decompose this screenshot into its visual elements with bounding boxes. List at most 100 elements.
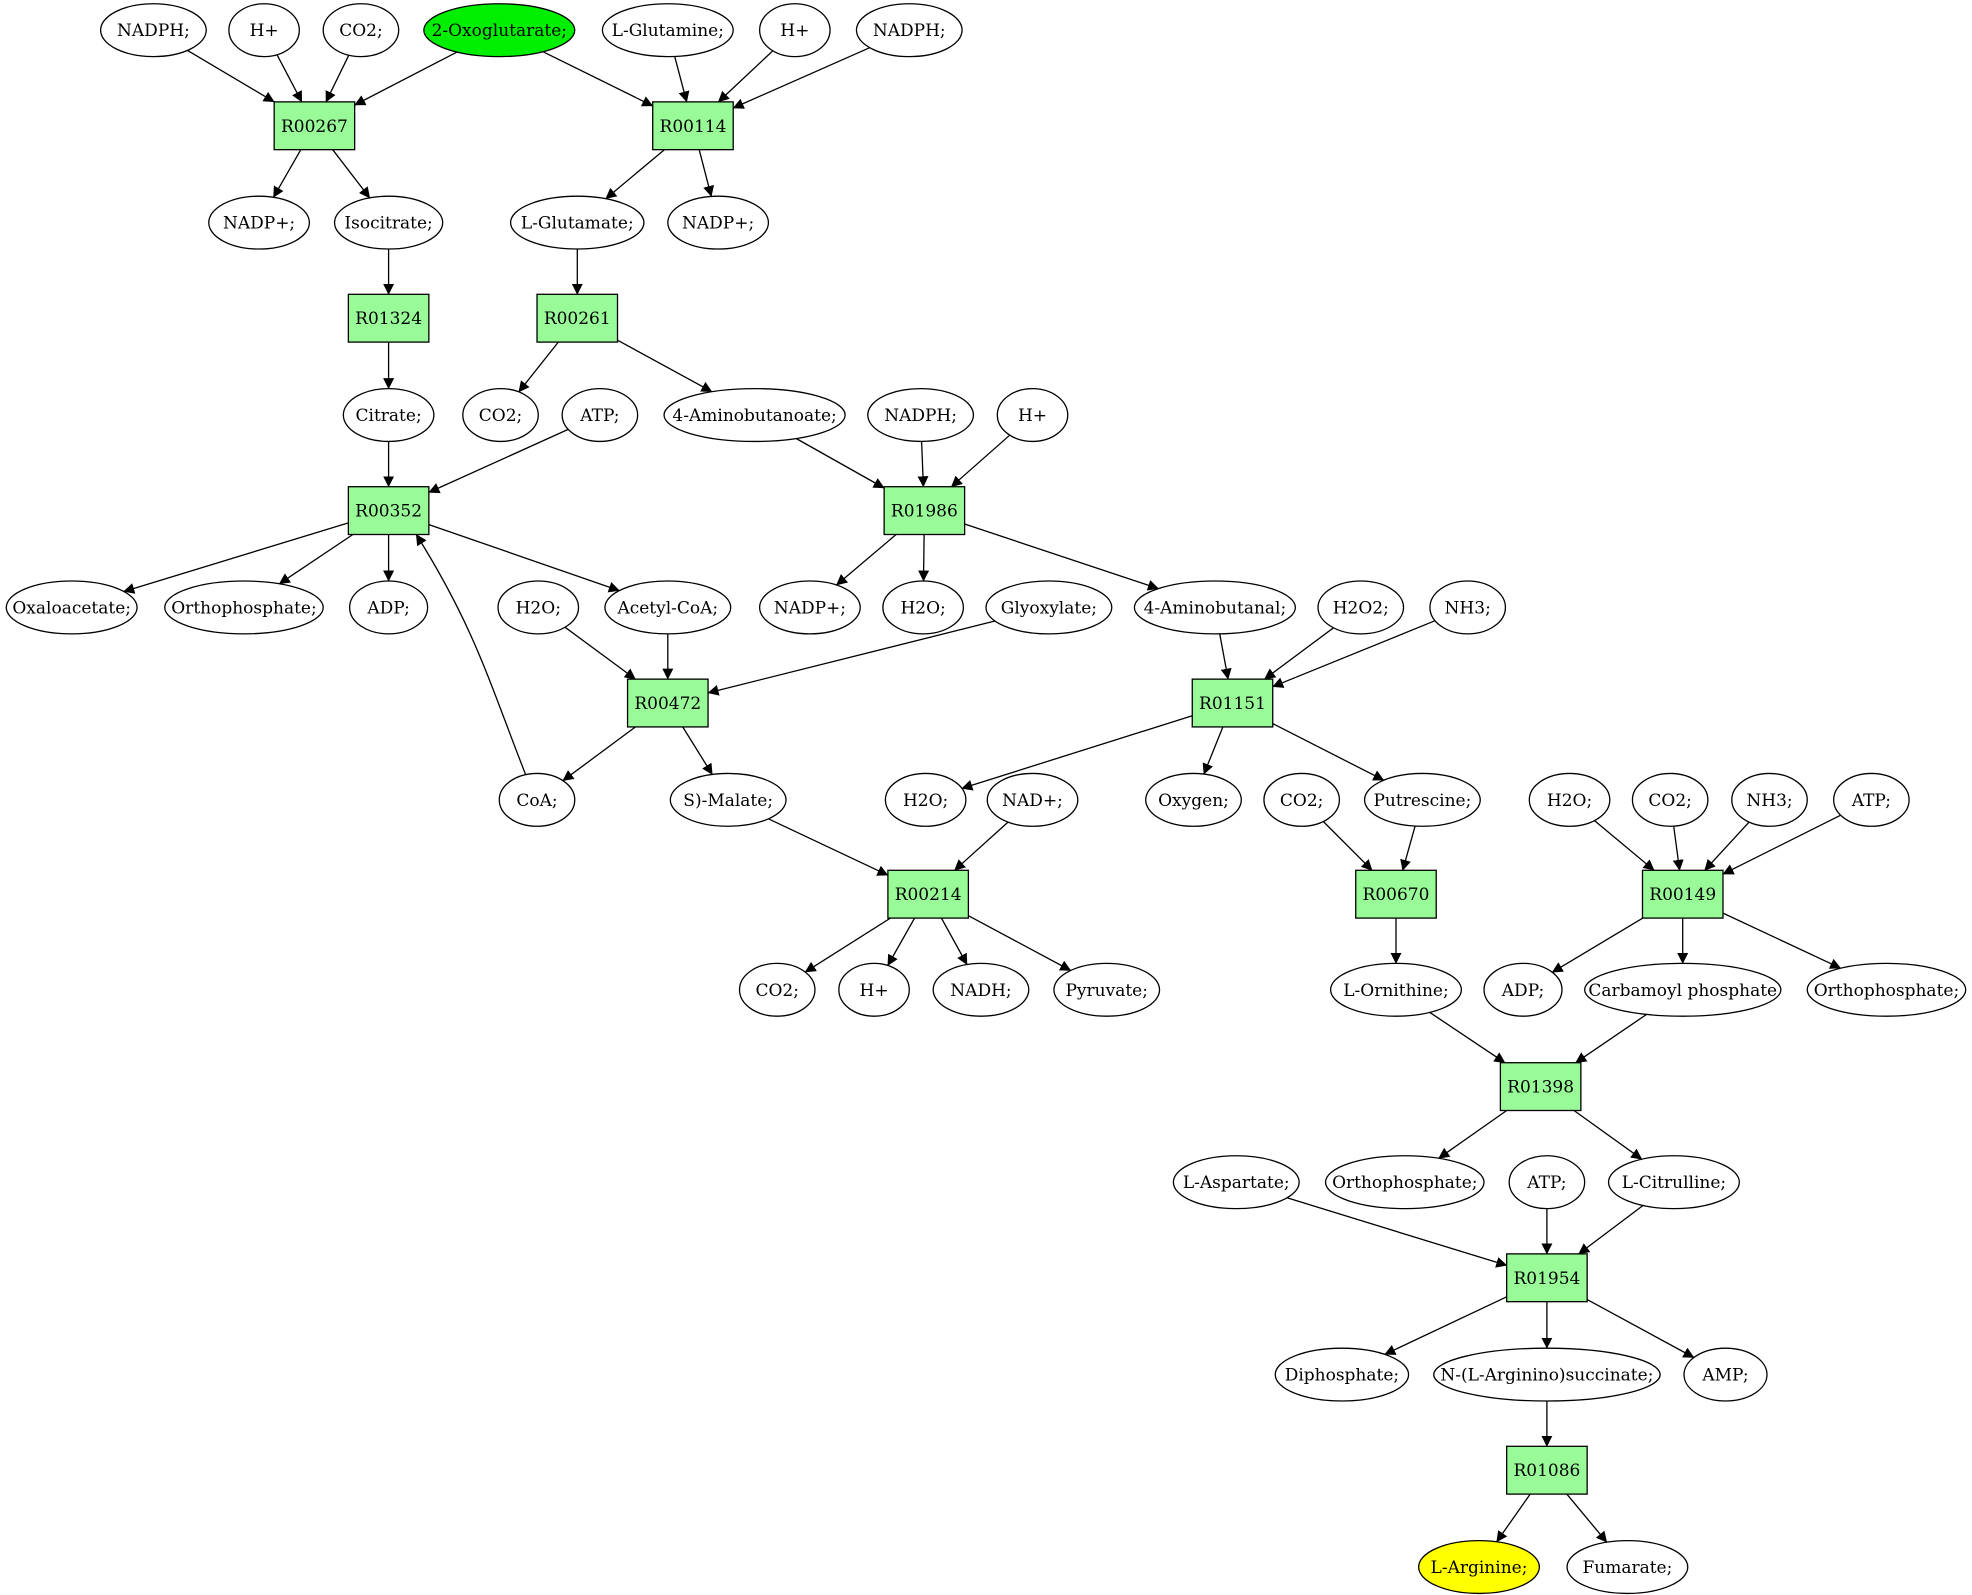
metabolite-node-orthophosphate: Orthophosphate; (1324, 1155, 1485, 1210)
edge-nad-to-r00214 (954, 821, 1009, 871)
reaction-box (883, 486, 966, 536)
metabolite-ellipse (228, 3, 300, 58)
edge-r00267-to-isocitrate- (332, 149, 371, 199)
metabolite-label: NADPH; (117, 21, 190, 41)
metabolite-label: L-Ornithine; (1343, 981, 1448, 1001)
edge-r01398-to-orthophosphate- (1438, 1109, 1508, 1159)
nodes-layer: NADPH; H+ CO2; 2-Oxoglutarate; L-Glutamine; H… (5, 3, 1967, 1595)
metabolite-label: H+ (860, 981, 889, 1001)
metabolite-label: CO2; (1648, 791, 1692, 811)
metabolite-ellipse (663, 387, 846, 443)
edge-r01954-to-diphosphate- (1384, 1296, 1507, 1355)
metabolite-label: Oxaloacetate; (12, 598, 131, 618)
metabolite-node-nadp: NADP+; (208, 195, 311, 250)
metabolite-ellipse (882, 580, 965, 635)
reaction-label: R01324 (355, 309, 422, 329)
metabolite-label: Oxygen; (1158, 791, 1229, 811)
metabolite-label: Orthophosphate; (1332, 1173, 1477, 1193)
metabolite-label: L-Aspartate; (1183, 1173, 1290, 1193)
edge-carbamoyl-phosphate-to-r01398 (1575, 1013, 1648, 1064)
metabolite-label: H2O; (516, 598, 561, 618)
metabolite-ellipse (423, 3, 576, 58)
metabolite-ellipse (986, 772, 1079, 827)
reaction-box (1191, 678, 1274, 728)
metabolite-ellipse (1133, 580, 1297, 635)
edge-r01151-to-oxygen- (1202, 726, 1224, 775)
edge-coa-to-r00352 (415, 534, 527, 775)
reaction-node-r01398: R01398 (1499, 1062, 1582, 1112)
edge-l-citrulline-to-r01954 (1578, 1204, 1644, 1255)
metabolite-ellipse (758, 3, 831, 58)
edge-l-glutamine-to-r00114 (674, 56, 690, 103)
reaction-node-r00214: R00214 (887, 869, 970, 919)
reaction-node-r00149: R00149 (1641, 869, 1724, 919)
reaction-box (536, 293, 619, 343)
metabolite-node-carbamoyl-phosphate: Carbamoyl phosphate (1583, 962, 1782, 1017)
metabolite-ellipse (1317, 580, 1405, 635)
metabolite-ellipse (99, 3, 207, 58)
reaction-box (1499, 1062, 1582, 1112)
edge-l-ornithine-to-r01398 (1429, 1011, 1506, 1064)
metabolite-node-h: H+ (838, 962, 910, 1017)
edge-r00114-to-l-glutamate- (605, 149, 665, 200)
metabolite-node-l-glutamate: L-Glutamate; (509, 195, 645, 250)
metabolite-node-citrate: Citrate; (342, 387, 435, 443)
metabolite-label: NADH; (950, 981, 1011, 1001)
metabolite-ellipse (208, 195, 311, 250)
metabolite-label: H2O; (900, 598, 945, 618)
metabolite-node-putrescine: Putrescine; (1363, 772, 1481, 827)
metabolite-label: L-Glutamate; (521, 214, 634, 234)
metabolite-node-nadph: NADPH; (855, 3, 963, 58)
metabolite-node-h: H+ (996, 387, 1069, 443)
metabolite-label: NADPH; (873, 21, 946, 41)
metabolite-ellipse (1528, 772, 1611, 827)
metabolite-ellipse (348, 580, 429, 635)
metabolite-label: Fumarate; (1582, 1558, 1672, 1578)
edge-h-to-r01986 (950, 434, 1011, 488)
edge-nadph-to-r00267 (187, 49, 275, 103)
reaction-box (1355, 869, 1437, 919)
edge-l-aspartate-to-r01954 (1286, 1197, 1508, 1268)
reaction-label: R00352 (355, 502, 422, 522)
metabolite-node-nh3: NH3; (1429, 580, 1507, 635)
metabolite-node-co2: CO2; (738, 962, 816, 1017)
edge-4-aminobutanoate-to-r01986 (795, 437, 885, 489)
metabolite-label: Putrescine; (1373, 791, 1471, 811)
reaction-node-r00352: R00352 (347, 486, 430, 536)
reaction-node-r00472: R00472 (626, 678, 709, 728)
metabolite-node-coa: CoA; (498, 772, 576, 827)
metabolite-ellipse (1329, 962, 1463, 1017)
metabolite-ellipse (1053, 962, 1161, 1017)
edge-h2o2-to-r01151 (1264, 627, 1334, 680)
metabolite-label: 2-Oxoglutarate; (432, 21, 567, 41)
edge-nadph-to-r01986 (917, 441, 929, 488)
reaction-node-r00261: R00261 (536, 293, 619, 343)
edge-r00214-to-co2- (804, 917, 891, 973)
reaction-label: R00472 (634, 694, 701, 714)
metabolite-node-nadp: NADP+; (758, 580, 861, 635)
metabolite-node-nh3: NH3; (1731, 772, 1808, 827)
edge-r00149-to-orthophosphate- (1722, 912, 1842, 969)
metabolite-node-acetyl-coa: Acetyl-CoA; (604, 580, 732, 635)
metabolite-ellipse (561, 387, 639, 443)
metabolite-ellipse (462, 387, 539, 443)
metabolite-node-2-oxoglutarate: 2-Oxoglutarate; (423, 3, 576, 58)
edge-r01986-to-4-aminobutanal- (964, 523, 1159, 591)
metabolite-node-l-glutamine: L-Glutamine; (601, 3, 734, 58)
reaction-node-r01986: R01986 (883, 486, 966, 536)
metabolite-label: CO2; (339, 21, 383, 41)
edge-r00261-to-co2- (518, 341, 559, 393)
edge-nh3-to-r00149 (1704, 821, 1750, 871)
edge-nadph-to-r00114 (732, 47, 870, 109)
metabolite-ellipse (667, 195, 770, 250)
metabolite-ellipse (1324, 1155, 1485, 1210)
metabolite-node-h2o2: H2O2; (1317, 580, 1405, 635)
reaction-box (626, 678, 709, 728)
metabolite-label: H2O; (903, 791, 948, 811)
reaction-label: R00261 (544, 309, 611, 329)
metabolite-node-l-aspartate: L-Aspartate; (1172, 1155, 1300, 1210)
metabolite-node-orthophosphate: Orthophosphate; (164, 580, 324, 635)
metabolite-label: L-Citrulline; (1622, 1173, 1726, 1193)
metabolite-label: CO2; (1280, 791, 1324, 811)
metabolite-ellipse (1607, 1155, 1740, 1210)
